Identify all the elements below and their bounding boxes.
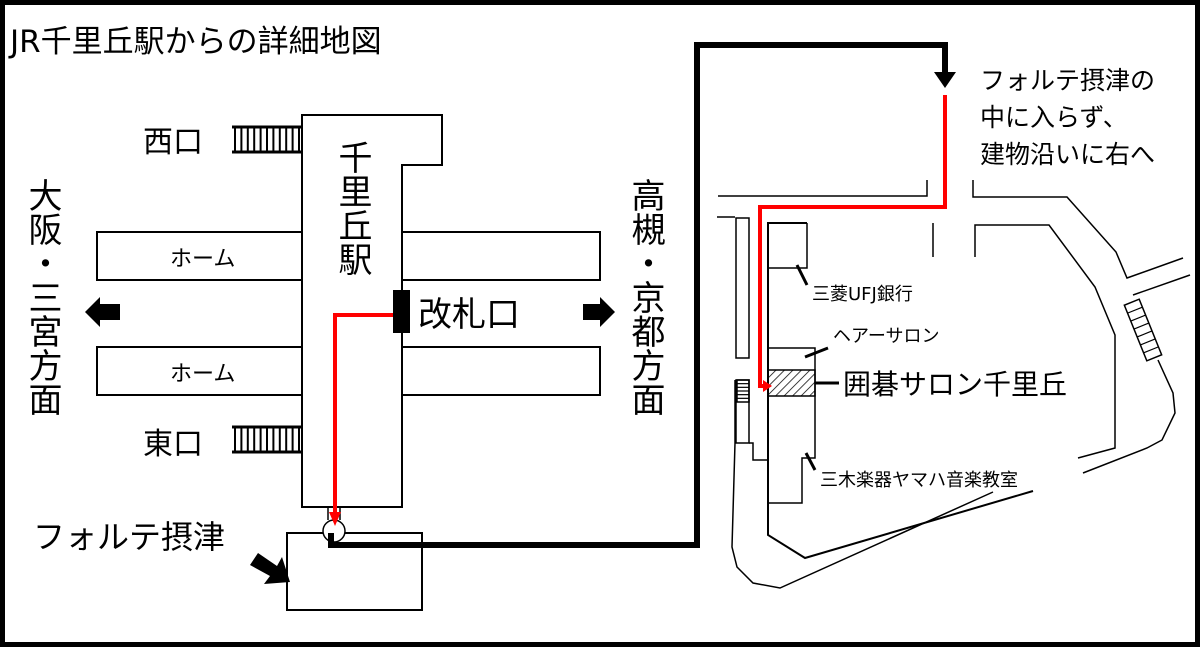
- walk-route-station: [333, 313, 393, 515]
- west-exit-stairs-icon: [232, 125, 302, 154]
- walk-route-detail: [758, 95, 947, 388]
- east-exit-stairs-icon: [232, 425, 302, 454]
- map-title: JR千里丘駅からの詳細地図: [8, 24, 382, 60]
- route-down-arrow-icon: [934, 72, 956, 88]
- leader-line: [795, 264, 809, 286]
- platform-label: ホーム: [170, 247, 235, 272]
- direction-osaka: 大阪・三宮方面: [22, 178, 62, 416]
- detail-map-streets: [717, 180, 1191, 589]
- destination-igo-salon: [767, 369, 816, 397]
- platform-label: ホーム: [170, 362, 235, 387]
- leader-line: [804, 346, 829, 359]
- detail-stairs-icon: [736, 379, 750, 403]
- forte-label: フォルテ摂津: [33, 518, 225, 556]
- ticket-gate-label: 改札口: [418, 295, 520, 335]
- route-arrowhead-icon: [329, 512, 341, 526]
- leader-line: [804, 452, 817, 471]
- instruction-line: 中に入らず、: [980, 103, 1128, 132]
- forte-building: [286, 532, 423, 611]
- east-exit-label: 東口: [143, 427, 203, 462]
- platform-lower-east: [401, 346, 601, 396]
- route-arrowhead-icon: [763, 380, 772, 392]
- music-school-label: 三木楽器ヤマハ音楽教室: [820, 470, 1018, 491]
- forte-pointer-arrow-icon: [250, 553, 290, 584]
- station-name: 千里丘駅: [332, 140, 372, 276]
- hair-salon-label: ヘアーサロン: [833, 326, 940, 347]
- arrow-right-icon: [583, 297, 615, 327]
- platform-upper-west: [96, 231, 303, 281]
- overview-route: [328, 42, 948, 548]
- instruction-line: 建物沿いに右へ: [980, 140, 1155, 169]
- station-building: [301, 114, 443, 508]
- platform-lower-west: [96, 346, 303, 396]
- platform-upper-east: [401, 231, 601, 281]
- direction-takatsuki: 高槻・京都方面: [625, 178, 665, 416]
- detail-stairs-icon: [1123, 298, 1163, 362]
- instruction-line: フォルテ摂津の: [980, 66, 1155, 95]
- west-exit-label: 西口: [143, 125, 203, 160]
- ticket-gate-marker: [393, 290, 410, 333]
- arrow-left-icon: [85, 297, 120, 327]
- bank-label: 三菱UFJ銀行: [812, 284, 913, 305]
- destination-label: 囲碁サロン千里丘: [843, 368, 1067, 401]
